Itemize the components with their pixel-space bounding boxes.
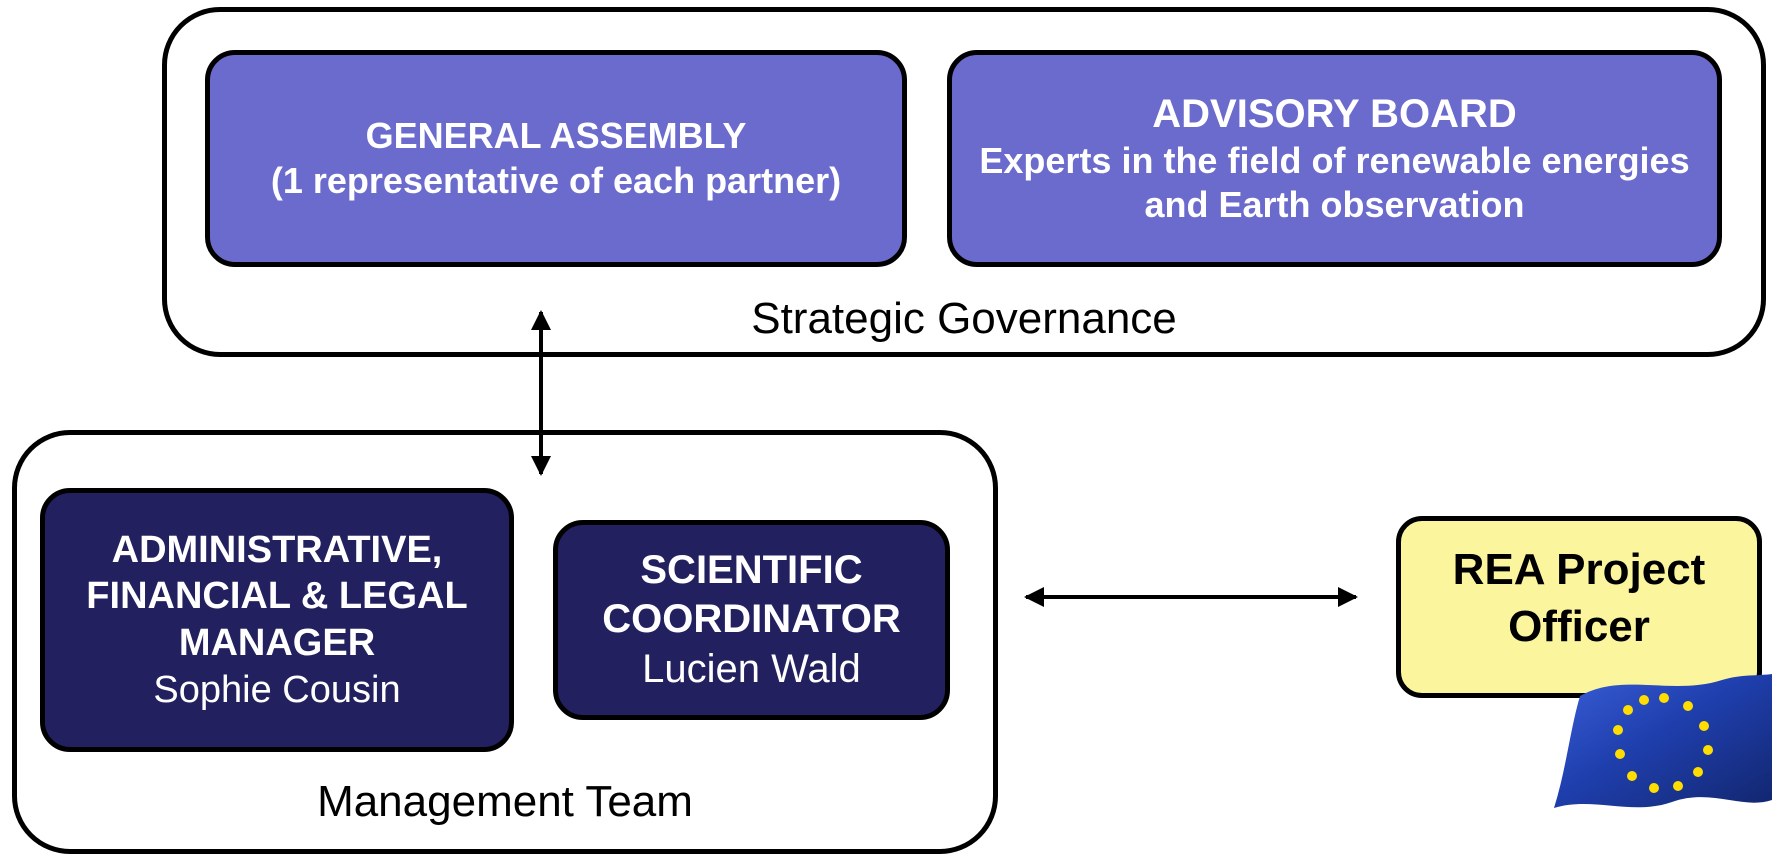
advisory-board-line2: and Earth observation bbox=[1144, 184, 1525, 226]
advisory-board-title: ADVISORY BOARD bbox=[1152, 91, 1517, 136]
advisory-board-box: ADVISORY BOARD Experts in the field of r… bbox=[947, 50, 1722, 267]
admin-manager-line3: MANAGER bbox=[178, 622, 376, 664]
admin-manager-line1: ADMINISTRATIVE, bbox=[111, 528, 443, 571]
admin-manager-line2: FINANCIAL & LEGAL bbox=[86, 575, 468, 618]
general-assembly-subtitle: (1 representative of each partner) bbox=[270, 159, 842, 201]
scientific-coordinator-box: SCIENTIFIC COORDINATOR Lucien Wald bbox=[553, 520, 950, 720]
rea-officer-line2: Officer bbox=[1508, 602, 1650, 651]
scientific-coordinator-person: Lucien Wald bbox=[642, 646, 861, 691]
rea-project-officer-box: REA Project Officer bbox=[1396, 516, 1762, 698]
general-assembly-title: GENERAL ASSEMBLY bbox=[365, 115, 747, 157]
scientific-coordinator-line1: SCIENTIFIC bbox=[640, 548, 863, 593]
general-assembly-box: GENERAL ASSEMBLY (1 representative of ea… bbox=[205, 50, 907, 267]
eu-flag-icon bbox=[1554, 674, 1772, 808]
admin-financial-legal-manager-box: ADMINISTRATIVE, FINANCIAL & LEGAL MANAGE… bbox=[40, 488, 514, 752]
rea-officer-line1: REA Project bbox=[1452, 544, 1706, 594]
scientific-coordinator-line2: COORDINATOR bbox=[602, 597, 901, 642]
management-team-label: Management Team bbox=[317, 777, 693, 826]
admin-manager-person: Sophie Cousin bbox=[153, 668, 401, 711]
advisory-board-line1: Experts in the field of renewable energi… bbox=[979, 139, 1690, 181]
strategic-governance-label: Strategic Governance bbox=[751, 294, 1177, 343]
